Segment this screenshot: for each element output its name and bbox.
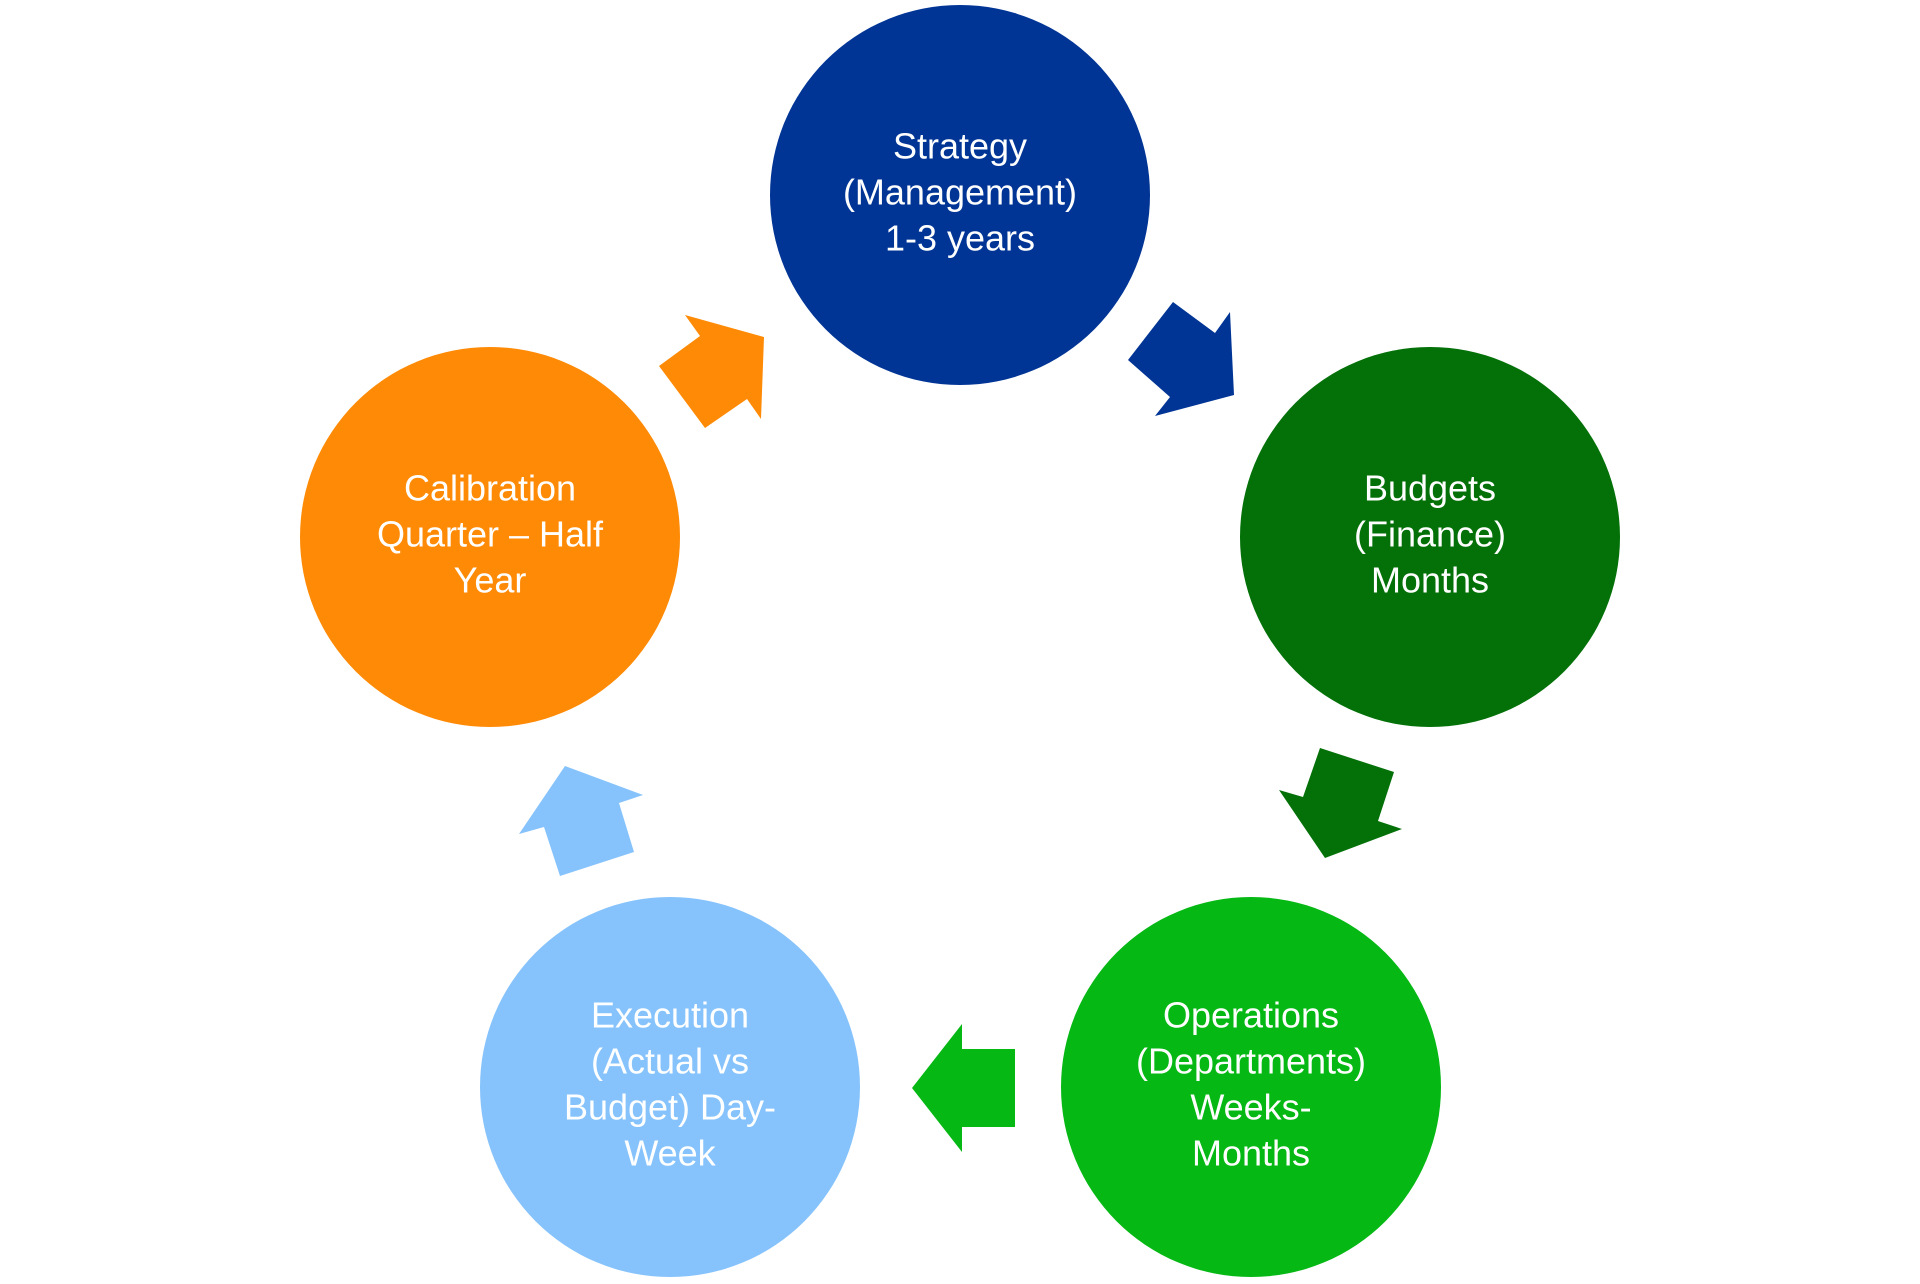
node-label-strategy-line-2: (Management) (843, 172, 1077, 213)
node-label-operations-line-3: Weeks- (1190, 1087, 1311, 1128)
node-label-strategy-line-3: 1-3 years (885, 218, 1035, 259)
arrow-strategy-to-budgets-icon (1128, 302, 1234, 416)
node-circle-execution (480, 897, 860, 1277)
node-label-budgets-line-1: Budgets (1364, 468, 1496, 509)
arrow-operations-to-execution-icon (912, 1024, 1015, 1152)
arrow-execution-to-calibration-icon (519, 766, 643, 876)
node-label-execution-line-1: Execution (591, 995, 749, 1036)
node-budgets: Budgets (Finance) Months (1240, 347, 1620, 727)
node-label-calibration-line-2: Quarter – Half (377, 514, 604, 555)
node-label-execution-line-3: Budget) Day- (564, 1087, 776, 1128)
arrow-calibration-to-strategy-icon (659, 315, 764, 428)
node-operations: Operations (Departments) Weeks- Months (1061, 897, 1441, 1277)
node-label-operations-line-2: (Departments) (1136, 1041, 1366, 1082)
node-label-strategy-line-1: Strategy (893, 126, 1027, 167)
node-execution: Execution (Actual vs Budget) Day- Week (480, 897, 860, 1277)
node-label-budgets-line-2: (Finance) (1354, 514, 1506, 555)
node-label-operations-line-1: Operations (1163, 995, 1339, 1036)
node-label-calibration-line-3: Year (454, 560, 527, 601)
arrow-budgets-to-operations-icon (1279, 748, 1402, 858)
node-circle-operations (1061, 897, 1441, 1277)
node-label-operations-line-4: Months (1192, 1133, 1310, 1174)
node-label-calibration-line-1: Calibration (404, 468, 576, 509)
node-circle-strategy (770, 5, 1150, 385)
node-label-execution-line-2: (Actual vs (591, 1041, 749, 1082)
node-strategy: Strategy (Management) 1-3 years (770, 5, 1150, 385)
node-label-budgets-line-3: Months (1371, 560, 1489, 601)
node-circle-calibration (300, 347, 680, 727)
node-label-execution-line-4: Week (624, 1133, 716, 1174)
node-circle-budgets (1240, 347, 1620, 727)
arrows-layer (519, 302, 1402, 1152)
